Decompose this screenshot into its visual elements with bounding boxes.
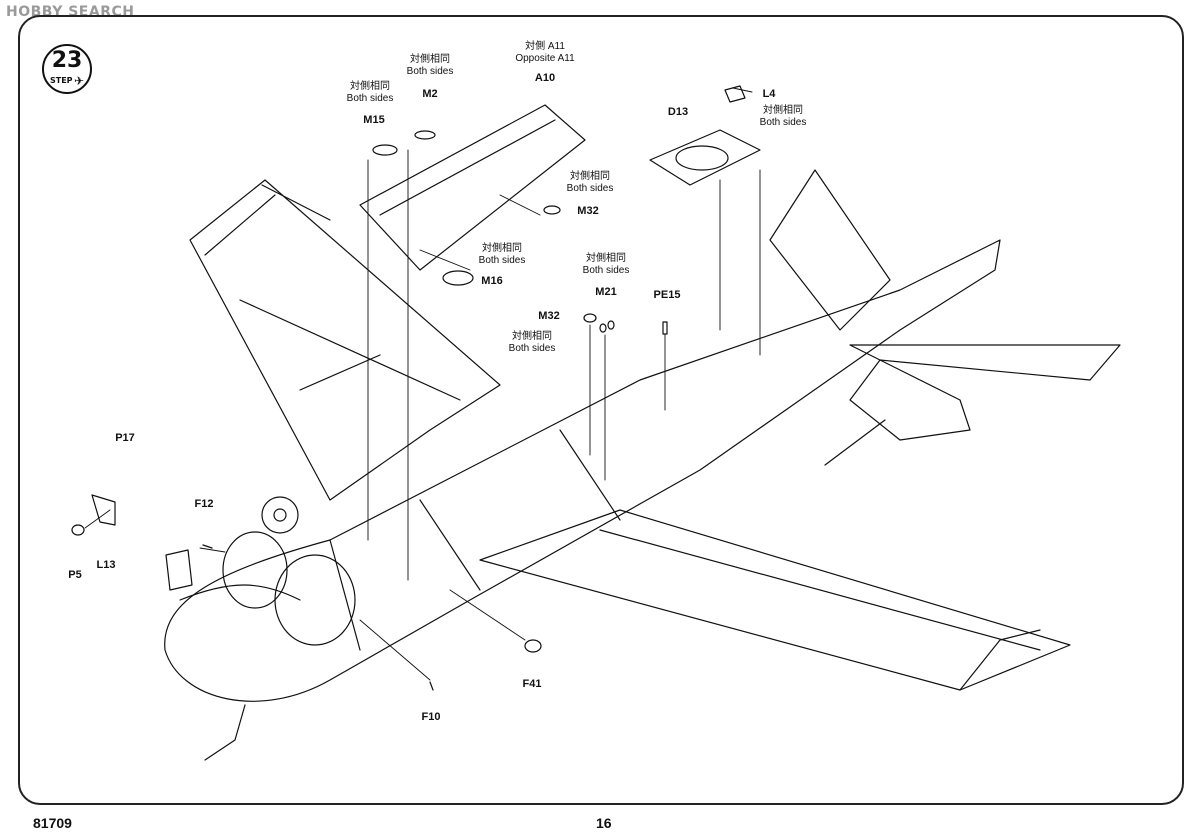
part-M32-upper: [543, 205, 561, 215]
opposite-A11-label: 対側 A11 Opposite A11: [515, 41, 574, 65]
label-en: Both sides: [582, 265, 630, 276]
label-en: Both sides: [406, 66, 454, 77]
callout-F12: F12: [194, 498, 214, 510]
callout-M15: M15: [363, 114, 385, 126]
label-en: Both sides: [346, 93, 394, 104]
callout-F41: F41: [522, 678, 542, 690]
callout-M32-lower: M32: [538, 310, 560, 322]
label-jp: 対側相同: [349, 81, 390, 92]
part-M16: [442, 270, 474, 286]
both-sides-label-M2: 対側相同 Both sides: [407, 54, 454, 78]
callout-M16: M16: [481, 275, 503, 287]
callout-F10: F10: [421, 711, 441, 723]
both-sides-label-L4: 対側相同 Both sides: [760, 105, 807, 129]
step-number: 23: [51, 48, 83, 73]
part-F41: [524, 639, 542, 653]
step-word: STEP: [50, 76, 73, 85]
plane-icon: ✈: [74, 74, 85, 88]
callout-M32-upper: M32: [577, 205, 599, 217]
part-P5: [71, 524, 85, 536]
label-en: Both sides: [566, 183, 614, 194]
both-sides-label-M16: 対側相同 Both sides: [479, 243, 526, 267]
part-F10: [429, 681, 434, 691]
callout-P17: P17: [115, 432, 135, 444]
left-wing: [189, 179, 501, 501]
part-F12: [202, 544, 213, 549]
part-M32-lower: [583, 313, 597, 323]
page-number: 16: [596, 815, 612, 831]
both-sides-label-M21: 対側相同 Both sides: [583, 253, 630, 277]
callout-P5: P5: [68, 569, 82, 581]
callout-M21: M21: [595, 286, 617, 298]
label-jp: 対側相同: [585, 253, 626, 264]
product-code: 81709: [33, 815, 72, 831]
part-PE15: [662, 321, 668, 335]
refuel-probe: [204, 704, 246, 761]
both-sides-label-M15: 対側相同 Both sides: [347, 81, 394, 105]
callout-PE15: PE15: [653, 289, 681, 301]
both-sides-label-M32: 対側相同 Both sides: [567, 171, 614, 195]
guide-lines: [84, 87, 761, 681]
label-jp: 対側相同: [409, 54, 450, 65]
part-F12-panel: [165, 549, 193, 591]
label-jp: 対側 A11: [525, 41, 565, 52]
part-M15: [372, 144, 398, 156]
both-sides-label-lower: 対側相同 Both sides: [509, 331, 556, 355]
part-M21-b: [607, 320, 615, 330]
vertical-tail: [769, 169, 891, 331]
label-jp: 対側相同: [481, 243, 522, 254]
part-M21-a: [599, 323, 607, 333]
label-en: Both sides: [759, 117, 807, 128]
label-en: Both sides: [478, 255, 526, 266]
label-en: Opposite A11: [515, 53, 575, 64]
step-badge: 23 STEP ✈: [42, 44, 92, 94]
callout-A10: A10: [534, 72, 556, 84]
callout-L4: L4: [762, 88, 776, 100]
part-L13: [91, 494, 116, 526]
part-M2: [414, 130, 436, 140]
callout-D13: D13: [667, 106, 689, 118]
fuselage: [164, 239, 1001, 702]
part-D13-panel: [649, 129, 761, 186]
label-jp: 対側相同: [569, 171, 610, 182]
right-wing: [479, 509, 1071, 691]
part-D13-window: [675, 145, 729, 171]
callout-L13: L13: [96, 559, 116, 571]
tail-hook: [824, 419, 886, 466]
page-frame: [18, 15, 1184, 805]
part-L4: [724, 85, 746, 103]
label-jp: 対側相同: [511, 331, 552, 342]
label-jp: 対側相同: [762, 105, 803, 116]
main-wheel: [261, 496, 299, 534]
part-A10-cover: [359, 104, 586, 271]
label-en: Both sides: [508, 343, 556, 354]
callout-M2: M2: [422, 88, 438, 100]
ventral-fin: [849, 359, 971, 441]
horizontal-stabilizer: [849, 344, 1121, 381]
wheel-hub: [273, 508, 287, 522]
engine-intake-left: [222, 531, 288, 609]
